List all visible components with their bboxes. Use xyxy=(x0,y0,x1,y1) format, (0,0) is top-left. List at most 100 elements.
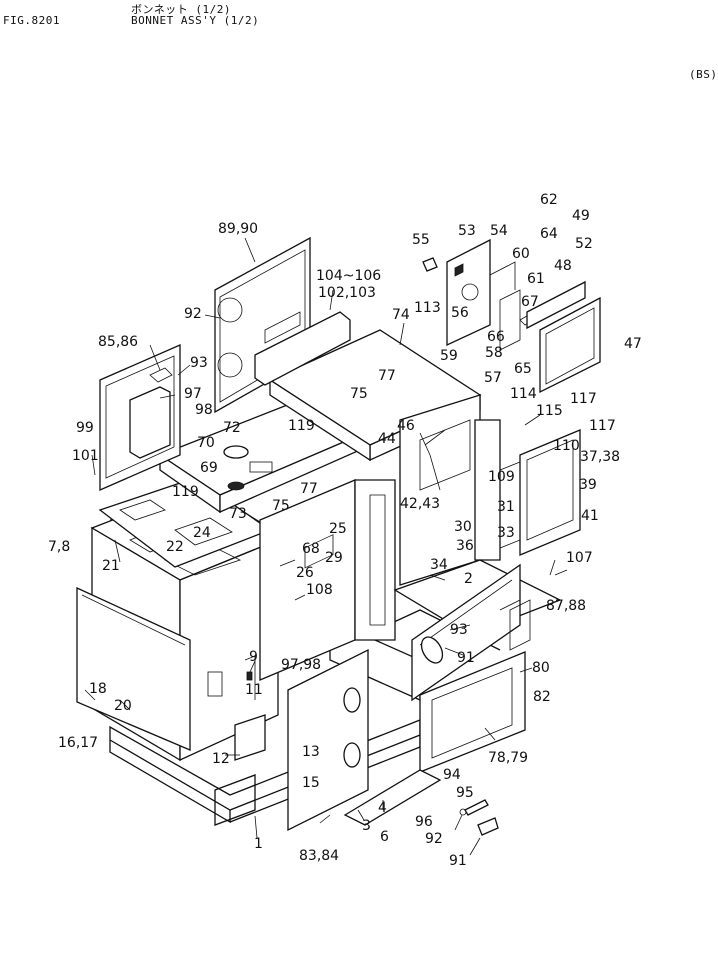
callout-label: 110 xyxy=(553,438,580,454)
callout-label: 75 xyxy=(350,386,368,402)
callout-label: 34 xyxy=(430,557,448,573)
callout-label: 117 xyxy=(589,418,616,434)
title-english: BONNET ASS'Y (1/2) xyxy=(131,14,260,27)
side-panel-16-17 xyxy=(76,586,191,751)
callout-label: 77 xyxy=(300,481,318,497)
callout-label: 108 xyxy=(306,582,333,598)
callout-label: 15 xyxy=(302,775,320,791)
callout-label: 96 xyxy=(415,814,433,830)
front-door-78-79 xyxy=(419,651,526,773)
callout-label: 18 xyxy=(89,681,107,697)
callout-label: 113 xyxy=(414,300,441,316)
door-53 xyxy=(422,238,521,351)
callout-label: 87,88 xyxy=(546,598,586,614)
callout-label: 82 xyxy=(533,689,551,705)
bottom-pan-3 xyxy=(343,769,442,826)
right-door-47 xyxy=(519,280,601,394)
callout-label: 85,86 xyxy=(98,334,138,350)
callout-label: 56 xyxy=(451,305,469,321)
callout-label: 33 xyxy=(497,525,515,541)
callout-label: 91 xyxy=(449,853,467,869)
callout-label: 72 xyxy=(223,420,241,436)
callout-label: 98 xyxy=(195,402,213,418)
callout-label: 20 xyxy=(114,698,132,714)
small-parts-91-96 xyxy=(459,799,499,836)
callout-label: 93 xyxy=(190,355,208,371)
callout-label: 65 xyxy=(514,361,532,377)
callout-label: 66 xyxy=(487,329,505,345)
callout-label: 94 xyxy=(443,767,461,783)
callout-label: 69 xyxy=(200,460,218,476)
callout-label: 67 xyxy=(521,294,539,310)
callout-label: 91 xyxy=(457,650,475,666)
callout-label: 62 xyxy=(540,192,558,208)
left-panel-85-86 xyxy=(99,344,181,491)
callout-label: 52 xyxy=(575,236,593,252)
callout-label: 46 xyxy=(397,418,415,434)
callout-label: 30 xyxy=(454,519,472,535)
callout-label: 16,17 xyxy=(58,735,98,751)
callout-label: 78,79 xyxy=(488,750,528,766)
callout-label: 7,8 xyxy=(48,539,70,555)
callout-label: 13 xyxy=(302,744,320,760)
callout-label: 54 xyxy=(490,223,508,239)
callout-label: 119 xyxy=(172,484,199,500)
right-side-panel xyxy=(499,429,581,556)
callout-label: 2 xyxy=(464,571,473,587)
title-japanese: ボンネット (1/2) xyxy=(131,3,232,16)
callout-label: 55 xyxy=(412,232,430,248)
small-parts-9-12 xyxy=(234,655,266,761)
callout-label: 41 xyxy=(581,508,599,524)
callout-label: 4 xyxy=(378,800,387,816)
callout-label: 97,98 xyxy=(281,657,321,673)
callout-label: 49 xyxy=(572,208,590,224)
callout-label: 117 xyxy=(570,391,597,407)
callout-labels: 89,90 104~106 102,103 92 85,86 93 97 98 … xyxy=(48,192,642,869)
callout-label: 29 xyxy=(325,550,343,566)
callout-label: 102,103 xyxy=(318,285,376,301)
callout-label: 22 xyxy=(166,539,184,555)
callout-label: 93 xyxy=(450,622,468,638)
callout-label: 95 xyxy=(456,785,474,801)
callout-label: 104~106 xyxy=(316,268,381,284)
callout-label: 36 xyxy=(456,538,474,554)
model-code: (BS) xyxy=(689,68,718,81)
callout-label: 107 xyxy=(566,550,593,566)
callout-label: 6 xyxy=(380,829,389,845)
callout-label: 59 xyxy=(440,348,458,364)
callout-label: 1 xyxy=(254,836,263,852)
callout-label: 39 xyxy=(579,477,597,493)
callout-label: 74 xyxy=(392,307,410,323)
callout-label: 68 xyxy=(302,541,320,557)
callout-label: 61 xyxy=(527,271,545,287)
bracket-102-106 xyxy=(254,311,351,386)
callout-label: 109 xyxy=(488,469,515,485)
callout-label: 24 xyxy=(193,525,211,541)
callout-label: 119 xyxy=(288,418,315,434)
callout-label: 114 xyxy=(510,386,537,402)
callout-label: 42,43 xyxy=(400,496,440,512)
panel-87-88 xyxy=(411,563,531,702)
front-panel-83-84 xyxy=(287,534,369,832)
callout-label: 92 xyxy=(425,831,443,847)
callout-label: 99 xyxy=(76,420,94,436)
callout-label: 101 xyxy=(72,448,99,464)
callout-label: 12 xyxy=(212,751,230,767)
callout-label: 44 xyxy=(378,431,396,447)
callout-label: 70 xyxy=(197,435,215,451)
callout-label: 83,84 xyxy=(299,848,339,864)
callout-label: 64 xyxy=(540,226,558,242)
callout-label: 89,90 xyxy=(218,221,258,237)
callout-label: 37,38 xyxy=(580,449,620,465)
callout-label: 25 xyxy=(329,521,347,537)
callout-label: 75 xyxy=(272,498,290,514)
callout-label: 80 xyxy=(532,660,550,676)
callout-label: 11 xyxy=(245,682,263,698)
callout-label: 48 xyxy=(554,258,572,274)
leader-lines xyxy=(84,237,568,856)
figure-number: FIG.8201 xyxy=(3,14,60,27)
callout-label: 73 xyxy=(229,506,247,522)
callout-label: 47 xyxy=(624,336,642,352)
